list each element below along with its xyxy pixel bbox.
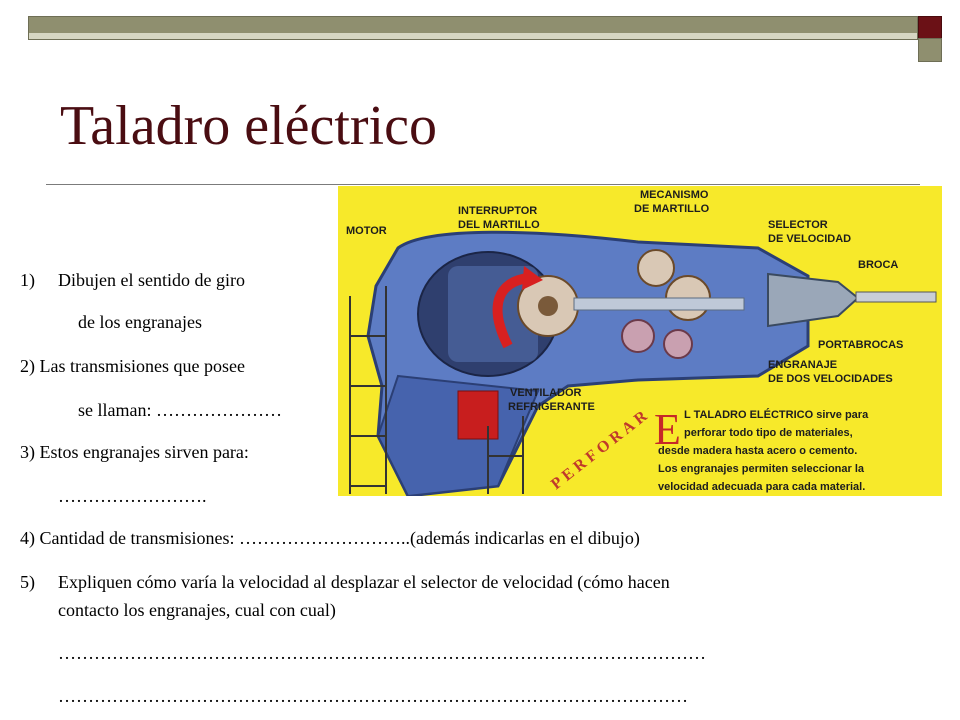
question-1-number: 1) bbox=[20, 270, 35, 290]
label-interruptor-1: INTERRUPTOR bbox=[458, 205, 537, 217]
gear-lower bbox=[621, 319, 655, 353]
label-mecanismo-2: DE MARTILLO bbox=[634, 203, 710, 215]
caption-line-1: L TALADRO ELÉCTRICO sirve para bbox=[684, 408, 869, 421]
gear-lower-2 bbox=[663, 329, 693, 359]
question-5-number: 5) bbox=[20, 572, 35, 592]
label-engranaje-2: DE DOS VELOCIDADES bbox=[768, 373, 893, 385]
drill-bit bbox=[855, 291, 937, 303]
question-5-answer-line-2: …………………………………………………………………………………………… bbox=[58, 686, 688, 706]
question-5-answer-line-1: ……………………………………………………………………………………………… bbox=[58, 643, 706, 663]
label-portabrocas: PORTABROCAS bbox=[818, 339, 903, 351]
caption-line-3: desde madera hasta acero o cemento. bbox=[658, 445, 857, 457]
label-ventilador-2: REFRIGERANTE bbox=[508, 401, 595, 413]
question-3-line-1: 3) Estos engranajes sirven para: bbox=[20, 442, 249, 462]
title-divider bbox=[46, 184, 920, 185]
scaffold bbox=[349, 286, 524, 494]
caption-line-4: Los engranajes permiten seleccionar la bbox=[658, 463, 865, 475]
label-engranaje-1: ENGRANAJE bbox=[768, 359, 837, 371]
top-decorative-bar bbox=[28, 16, 918, 40]
label-selector-2: DE VELOCIDAD bbox=[768, 233, 851, 245]
fan-blade bbox=[457, 390, 499, 440]
question-5-line-1: Expliquen cómo varía la velocidad al des… bbox=[58, 572, 670, 592]
question-3-line-2: ……………………. bbox=[58, 486, 207, 506]
gear-upper bbox=[637, 249, 675, 287]
question-5-line-2: contacto los engranajes, cual con cual) bbox=[58, 600, 336, 620]
slide-title: Taladro eléctrico bbox=[60, 95, 437, 157]
corner-accent-red bbox=[918, 16, 942, 40]
label-mecanismo-1: MECANISMO bbox=[640, 189, 709, 201]
question-2-line-1: 2) Las transmisiones que posee bbox=[20, 356, 245, 376]
question-4: 4) Cantidad de transmisiones: ……………………….… bbox=[20, 528, 640, 548]
rotation-arrow bbox=[492, 273, 529, 349]
question-2-line-2: se llaman: ………………… bbox=[78, 400, 282, 420]
label-selector-1: SELECTOR bbox=[768, 219, 828, 231]
label-motor: MOTOR bbox=[346, 225, 387, 237]
caption-line-2: perforar todo tipo de materiales, bbox=[684, 427, 853, 439]
caption-initial: E bbox=[654, 405, 681, 454]
question-1-line-1: Dibujen el sentido de giro bbox=[58, 270, 245, 290]
question-1-line-2: de los engranajes bbox=[78, 312, 202, 332]
drill-illustration: MOTOR INTERRUPTOR DEL MARTILLO MECANISMO… bbox=[338, 186, 942, 496]
caption-line-5: velocidad adecuada para cada material. bbox=[658, 481, 865, 493]
label-broca: BROCA bbox=[858, 259, 898, 271]
chuck bbox=[767, 272, 860, 328]
corner-accent-olive bbox=[918, 38, 942, 62]
label-ventilador-1: VENTILADOR bbox=[510, 387, 582, 399]
label-interruptor-2: DEL MARTILLO bbox=[458, 219, 540, 231]
